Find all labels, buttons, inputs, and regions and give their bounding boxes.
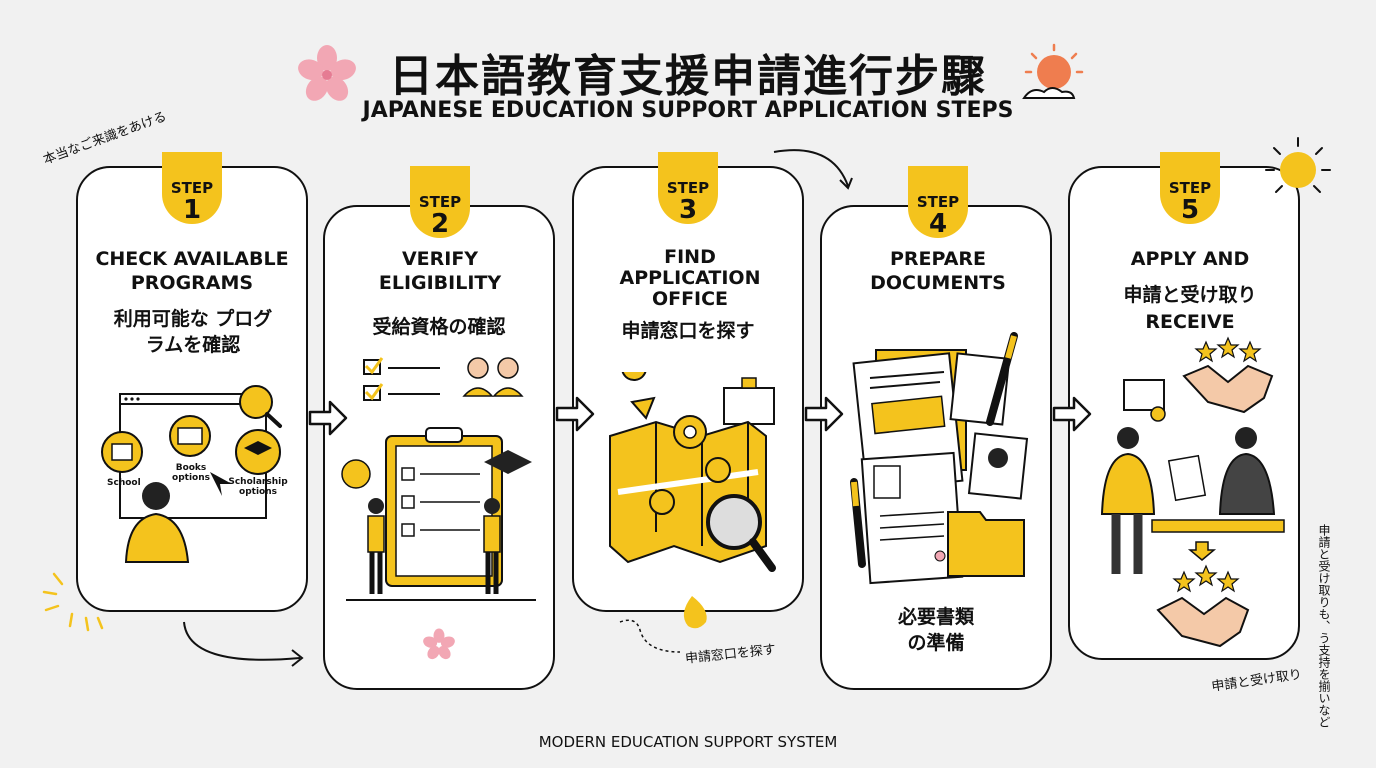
step-title-jp: 申請と受け取り	[1123, 284, 1257, 306]
step-tab-1: STEP 1	[162, 152, 222, 224]
step-label: STEP	[1168, 179, 1212, 197]
step-title-jp: 必要書類 の準備	[897, 606, 974, 654]
arrow-right-icon	[1052, 396, 1092, 432]
cherry-blossom-small-icon	[423, 628, 455, 660]
step-tab-4: STEP 4	[908, 166, 968, 238]
sun-icon	[1022, 43, 1084, 99]
step-label: STEP	[916, 193, 960, 211]
step-number: 3	[678, 195, 698, 225]
cherry-blossom-icon	[298, 45, 356, 101]
step-number: 2	[430, 209, 450, 239]
step-title-en-2: RECEIVE	[1145, 311, 1235, 333]
scholarship-label: Scholarship options	[228, 477, 288, 497]
step-title-jp: 申請窓口を探す	[621, 320, 755, 342]
step-number: 5	[1180, 195, 1200, 225]
documents-illustration	[850, 332, 1029, 585]
step-title-en: VERIFY ELIGIBILITY	[378, 248, 502, 294]
step-title-jp: 利用可能な プログラムを確認	[113, 308, 273, 356]
right-margin-note: 申請と受け取りも、う支持を揃いなど	[1317, 524, 1331, 728]
school-label: School	[107, 478, 141, 488]
page-title-en: JAPANESE EDUCATION SUPPORT APPLICATION S…	[362, 98, 1014, 123]
step-title-en: APPLY AND	[1130, 248, 1250, 270]
step-tab-2: STEP 2	[410, 166, 470, 238]
bottom-right-note: 申請と受け取り	[1210, 667, 1303, 695]
curved-arrow-icon	[183, 621, 304, 667]
arrow-right-icon	[555, 396, 595, 432]
step-number: 1	[182, 195, 202, 225]
sparkle-icon	[42, 572, 104, 632]
step-title-en: FIND APPLICATION OFFICE	[619, 246, 761, 310]
step-tab-5: STEP 5	[1160, 152, 1220, 224]
step-number: 4	[928, 209, 948, 239]
office-map-illustration	[609, 372, 776, 572]
footer-caption: MODERN EDUCATION SUPPORT SYSTEM	[538, 733, 838, 751]
page-title-jp: 日本語教育支援申請進行步驟	[389, 51, 987, 102]
eligibility-checklist-illustration	[341, 357, 536, 601]
step-label: STEP	[170, 179, 214, 197]
step-title-en: PREPARE DOCUMENTS	[870, 248, 1006, 294]
arrow-right-icon	[308, 400, 348, 436]
sun-sketch-icon	[1265, 137, 1331, 193]
apply-receive-illustration	[1100, 336, 1285, 648]
step-title-jp: 受給資格の確認	[372, 316, 506, 338]
dashed-swoop-arrow	[619, 619, 681, 653]
books-label: Books options	[172, 463, 210, 483]
curved-arrow-icon	[773, 149, 853, 190]
step-label: STEP	[666, 179, 710, 197]
arrow-right-icon	[804, 396, 844, 432]
step-card-1	[76, 166, 308, 612]
step-title-en: CHECK AVAILABLE PROGRAMS	[95, 248, 289, 294]
step-label: STEP	[418, 193, 462, 211]
bottom-step3-note: 申請窓口を探す	[684, 642, 777, 667]
yellow-drop-icon	[683, 596, 707, 629]
step-tab-3: STEP 3	[658, 152, 718, 224]
program-browser-illustration	[101, 385, 282, 563]
